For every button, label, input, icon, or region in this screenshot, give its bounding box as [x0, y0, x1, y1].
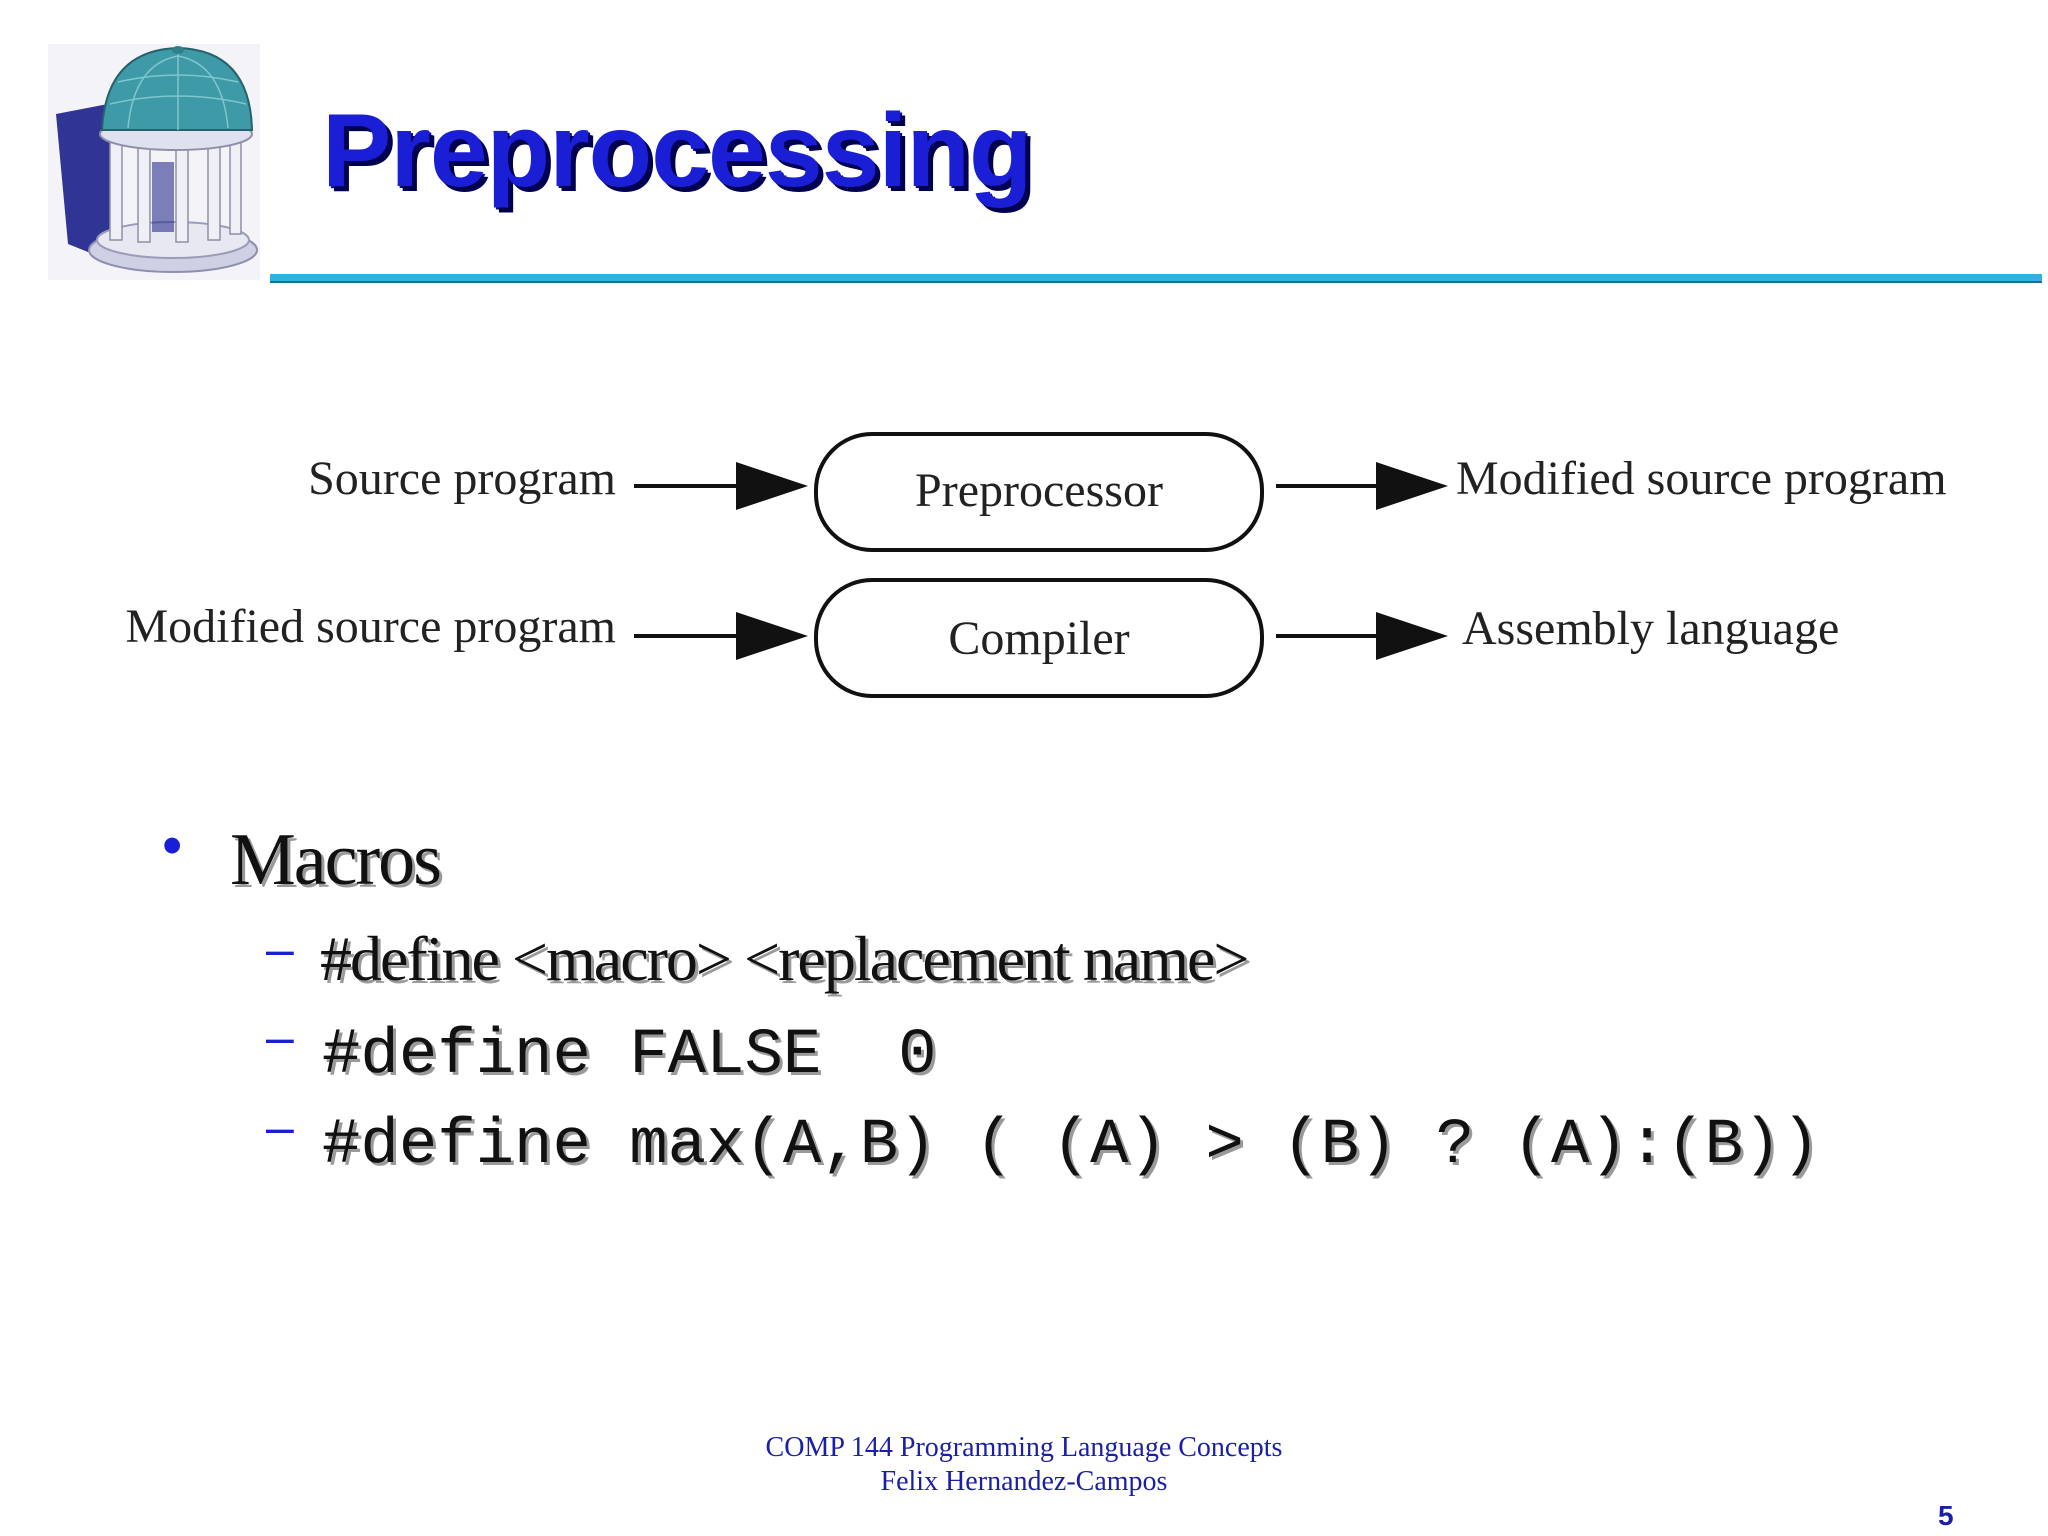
diagram-output-1: Modified source program [1456, 452, 1947, 505]
dash-icon: – [266, 1099, 294, 1155]
compiler-box [814, 578, 1264, 698]
subitem-define-syntax: #define <macro> <replacement name> [320, 923, 1249, 994]
dash-icon: – [266, 1009, 294, 1065]
diagram-input-1: Source program [308, 452, 616, 505]
diagram-process-2: Compiler [948, 612, 1129, 665]
page-number: 5 [1938, 1500, 1954, 1531]
footer-author: Felix Hernandez-Campos [880, 1466, 1168, 1497]
bullet-macros: Macros [230, 819, 442, 901]
bullet-dot-icon: • [162, 813, 183, 878]
footer-course: COMP 144 Programming Language Concepts [765, 1432, 1283, 1463]
title-divider [270, 274, 2042, 283]
diagram-output-2: Assembly language [1462, 602, 1839, 655]
subitem-define-max: #define max(A,B) ( (A) > (B) ? (A):(B)) [322, 1110, 1820, 1182]
page-title: Preprocessing [322, 93, 1033, 209]
preprocessor-box [814, 432, 1264, 552]
old-well-icon [48, 44, 260, 280]
dash-icon: – [266, 921, 294, 977]
diagram-input-2: Modified source program [125, 600, 616, 653]
compilation-diagram: Source program Preprocessor Modified sou… [125, 432, 1947, 698]
diagram-process-1: Preprocessor [915, 464, 1163, 517]
subitem-define-false: #define FALSE 0 [322, 1020, 937, 1092]
